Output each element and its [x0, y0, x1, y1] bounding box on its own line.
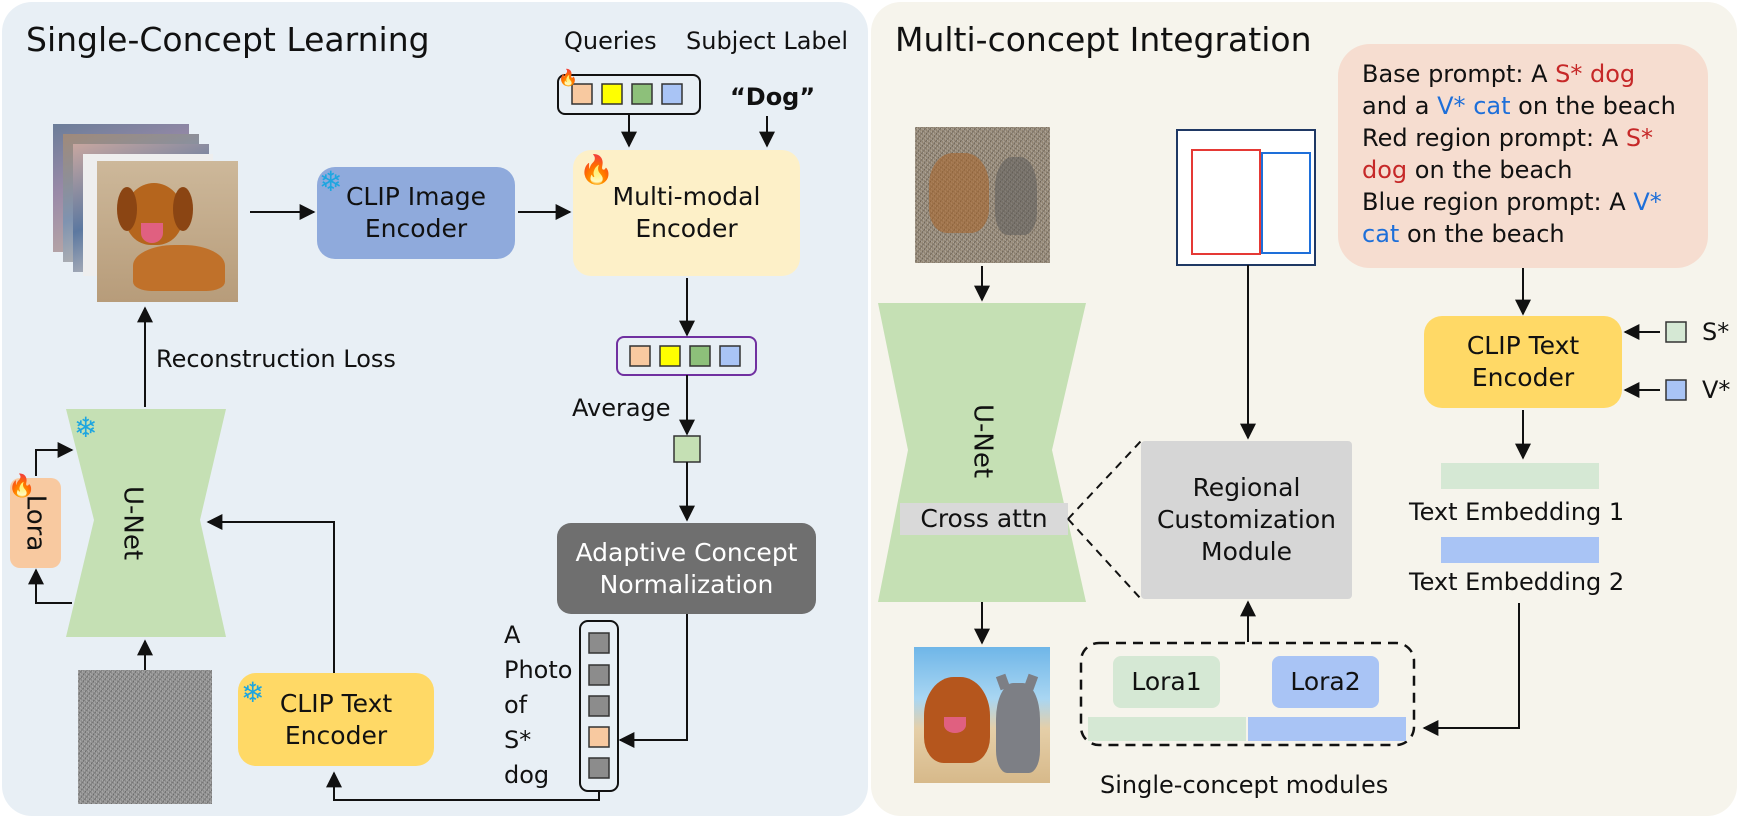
output-token-4: [719, 345, 741, 367]
lora1-box: Lora1: [1113, 656, 1220, 708]
prompt-word-4: S*: [504, 726, 532, 754]
right-unet-label: U-Net: [967, 403, 998, 479]
lora1-weights-bar: [1088, 717, 1246, 741]
s-star-token: [1665, 321, 1687, 343]
text-embedding-1-label: Text Embedding 1: [1409, 498, 1625, 526]
prompt-token-concept: [588, 726, 610, 748]
red-prompt-dog: dog: [1362, 156, 1408, 184]
output-token-3: [689, 345, 711, 367]
lora2-weights-bar: [1248, 717, 1406, 741]
dog-photo: [97, 161, 238, 302]
prompt-box: Base prompt: A S* dog and a V* cat on th…: [1338, 44, 1708, 268]
blue-prompt-cat: cat: [1362, 220, 1400, 248]
lora2-label: Lora2: [1290, 667, 1361, 696]
regional-customization-module-box: Regional Customization Module: [1141, 441, 1352, 599]
noise-latent-image: [78, 670, 212, 804]
base-prompt-line-1: Base prompt: A S* dog: [1362, 58, 1708, 90]
clip-image-encoder-label: CLIP Image Encoder: [345, 182, 487, 243]
left-unet-label: U-Net: [117, 485, 148, 561]
right-clip-text-encoder-label: CLIP Text Encoder: [1466, 331, 1580, 392]
s-star-label: S*: [1702, 318, 1730, 346]
prompt-token-1: [588, 632, 610, 654]
red-prompt-s-token: S*: [1625, 124, 1654, 152]
multimodal-encoder-box: Multi-modal Encoder: [573, 150, 800, 276]
prompt-token-3: [588, 695, 610, 717]
adaptive-concept-normalization-box: Adaptive Concept Normalization: [557, 523, 816, 614]
red-prompt-line-2: dog on the beach: [1362, 154, 1708, 186]
v-star-label: V*: [1702, 376, 1731, 404]
lora2-box: Lora2: [1272, 656, 1379, 708]
query-token-1: [571, 83, 593, 105]
red-region: [1191, 149, 1261, 255]
prompt-token-5: [588, 757, 610, 779]
snowflake-icon: ❄: [74, 411, 98, 444]
text-embedding-2-bar: [1441, 537, 1599, 563]
fire-icon: 🔥: [579, 153, 614, 186]
query-token-2: [601, 83, 623, 105]
blue-prompt-prefix: Blue region prompt: A: [1362, 188, 1626, 216]
cross-attn-label: Cross attn: [920, 504, 1048, 533]
output-token-2: [659, 345, 681, 367]
base-prompt-and: and a: [1362, 92, 1430, 120]
subject-label-heading: Subject Label: [686, 27, 849, 55]
snowflake-icon: ❄: [319, 165, 343, 198]
single-concept-modules-group: [1079, 641, 1416, 747]
right-clip-text-encoder-box: CLIP Text Encoder: [1424, 316, 1622, 408]
clip-image-encoder-box: CLIP Image Encoder: [317, 167, 515, 259]
averaged-token: [673, 435, 701, 463]
v-star-token: [1665, 379, 1687, 401]
cross-attn-band: [900, 503, 1068, 535]
blue-prompt-line-2: cat on the beach: [1362, 218, 1708, 250]
base-prompt-prefix: Base prompt: A: [1362, 60, 1548, 88]
blue-prompt-suffix: on the beach: [1406, 220, 1565, 248]
average-label: Average: [572, 394, 671, 422]
base-prompt-v-token: V* cat: [1437, 92, 1511, 120]
lora-label: Lora: [20, 494, 51, 552]
generated-output-image: [914, 647, 1050, 783]
noisy-input-image: [915, 127, 1050, 263]
regional-customization-module-label: Regional Customization Module: [1156, 473, 1337, 566]
prompt-word-5: dog: [504, 761, 550, 789]
prompt-token-2: [588, 664, 610, 686]
left-unet-shape: [66, 409, 226, 637]
text-embedding-1-bar: [1441, 463, 1599, 489]
query-token-4: [661, 83, 683, 105]
subject-label-value: “Dog”: [730, 83, 816, 111]
single-concept-modules-label: Single-concept modules: [1100, 771, 1389, 799]
query-token-3: [631, 83, 653, 105]
red-prompt-line-1: Red region prompt: A S*: [1362, 122, 1708, 154]
base-prompt-suffix: on the beach: [1518, 92, 1676, 120]
prompt-word-2: Photo: [504, 656, 573, 684]
lora-box: [10, 478, 61, 568]
blue-prompt-v-token: V*: [1633, 188, 1662, 216]
blue-prompt-line-1: Blue region prompt: A V*: [1362, 186, 1708, 218]
fire-icon: 🔥: [558, 68, 578, 87]
queries-label: Queries: [564, 27, 657, 55]
blue-region: [1261, 152, 1311, 254]
layout-mask: [1176, 129, 1316, 266]
right-panel-title: Multi-concept Integration: [895, 20, 1312, 59]
red-prompt-prefix: Red region prompt: A: [1362, 124, 1619, 152]
lora1-label: Lora1: [1131, 667, 1202, 696]
base-prompt-line-2: and a V* cat on the beach: [1362, 90, 1708, 122]
prompt-word-3: of: [504, 691, 528, 719]
prompt-word-1: A: [504, 621, 521, 649]
base-prompt-s-token: S* dog: [1555, 60, 1636, 88]
snowflake-icon: ❄: [241, 676, 265, 709]
left-panel-title: Single-Concept Learning: [26, 20, 430, 59]
left-clip-text-encoder-label: CLIP Text Encoder: [279, 688, 393, 750]
red-prompt-suffix: on the beach: [1414, 156, 1573, 184]
adaptive-concept-normalization-label: Adaptive Concept Normalization: [575, 537, 798, 599]
reconstruction-loss-label: Reconstruction Loss: [156, 345, 396, 373]
left-clip-text-encoder-box: CLIP Text Encoder: [238, 673, 434, 766]
multimodal-encoder-label: Multi-modal Encoder: [612, 182, 761, 243]
output-token-1: [629, 345, 651, 367]
text-embedding-2-label: Text Embedding 2: [1409, 568, 1625, 596]
fire-icon: 🔥: [8, 474, 36, 499]
